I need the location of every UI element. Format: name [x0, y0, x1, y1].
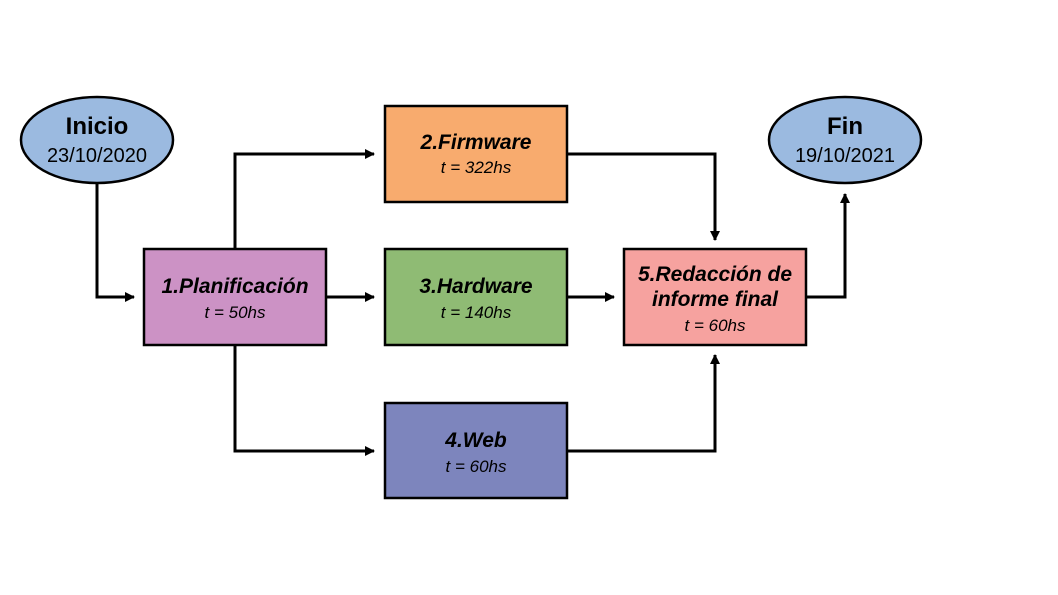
task-planificacion-box — [142, 247, 328, 347]
edge-planificacion-to-web — [233, 346, 375, 456]
task-web: 4.Web t = 60hs — [383, 401, 569, 500]
task-redaccion-duration: t = 60hs — [685, 316, 746, 335]
task-web-box — [383, 401, 569, 500]
task-firmware-box — [383, 104, 569, 204]
start-title: Inicio — [66, 113, 129, 140]
task-hardware-title: 3.Hardware — [419, 275, 533, 298]
task-web-title: 4.Web — [444, 429, 507, 452]
task-redaccion-box — [622, 247, 808, 347]
edge-inicio-to-planificacion — [95, 183, 135, 302]
task-web-duration: t = 60hs — [446, 457, 507, 476]
edge-redaccion-to-fin — [807, 193, 850, 299]
end-ellipse — [767, 95, 923, 185]
task-hardware: 3.Hardware t = 140hs — [383, 247, 569, 347]
edge-planificacion-to-firmware — [233, 149, 375, 249]
task-planificacion: 1.Planificación t = 50hs — [142, 247, 328, 347]
start-node: Inicio 23/10/2020 — [19, 95, 175, 185]
start-ellipse — [19, 95, 175, 185]
task-firmware-title: 2.Firmware — [420, 131, 532, 154]
task-firmware-duration: t = 322hs — [441, 158, 512, 177]
task-planificacion-title: 1.Planificación — [161, 275, 308, 298]
task-hardware-duration: t = 140hs — [441, 303, 512, 322]
end-date: 19/10/2021 — [795, 145, 895, 167]
start-date: 23/10/2020 — [47, 145, 147, 167]
edge-firmware-to-redaccion — [567, 152, 720, 241]
task-hardware-box — [383, 247, 569, 347]
task-redaccion-title-line2: informe final — [652, 288, 779, 311]
edge-web-to-redaccion — [567, 354, 720, 453]
end-node: Fin 19/10/2021 — [767, 95, 923, 185]
task-redaccion: 5.Redacción de informe final t = 60hs — [622, 247, 808, 347]
end-title: Fin — [827, 113, 863, 140]
task-redaccion-title-line1: 5.Redacción de — [638, 263, 792, 286]
task-planificacion-duration: t = 50hs — [205, 303, 266, 322]
task-firmware: 2.Firmware t = 322hs — [383, 104, 569, 204]
